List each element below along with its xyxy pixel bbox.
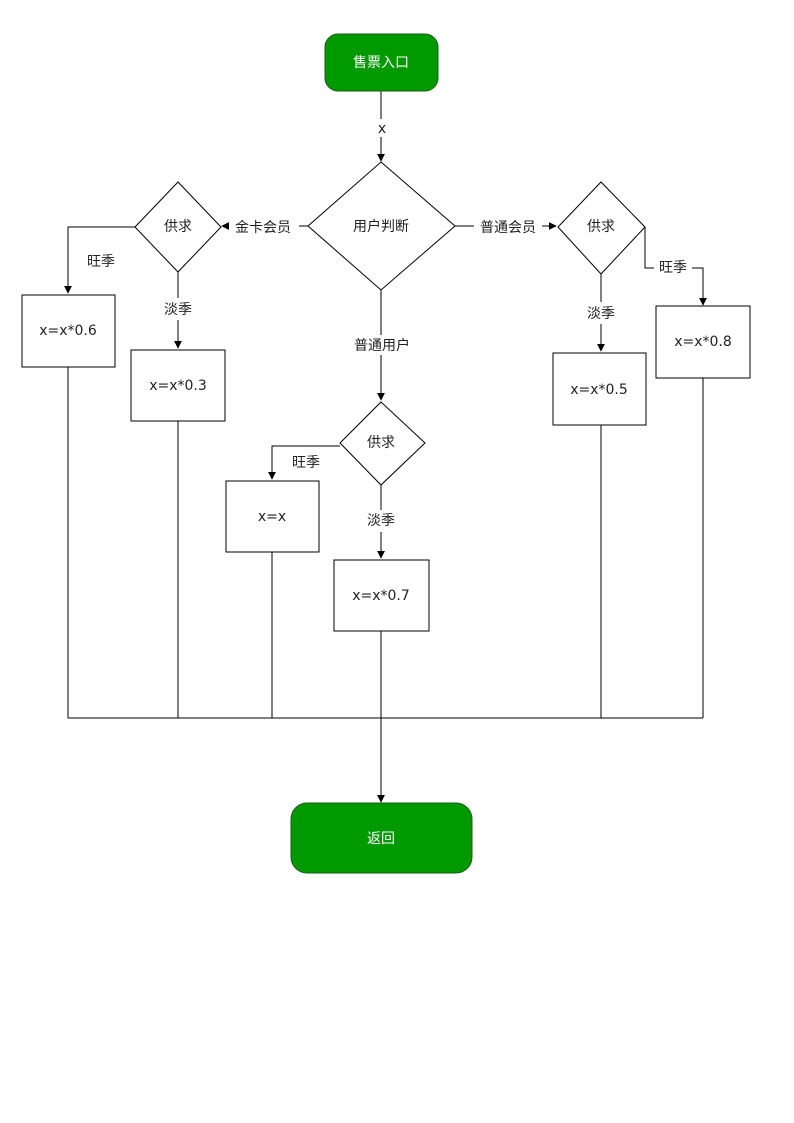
edge-label-bg xyxy=(158,298,198,320)
edge-label-user-peak: 旺季 xyxy=(292,455,320,471)
process-user-peak-label: x=x xyxy=(258,509,286,525)
start-label: 售票入口 xyxy=(353,55,409,71)
process-member-low-label: x=x*0.5 xyxy=(570,382,628,398)
process-gold-peak xyxy=(21,294,116,368)
edge-label-normal-member: 普通会员 xyxy=(480,220,536,236)
demand-normal-user-label: 供求 xyxy=(367,435,395,451)
start-terminal xyxy=(324,33,439,92)
edge-label-gold-peak: 旺季 xyxy=(87,254,115,270)
edge-label-bg xyxy=(581,302,621,324)
process-gold-peak-label: x=x*0.6 xyxy=(39,323,97,339)
demand-gold-label: 供求 xyxy=(164,219,192,235)
edge-label-bg xyxy=(361,510,401,532)
process-member-peak xyxy=(655,305,751,379)
process-gold-low xyxy=(130,349,226,422)
user-decision-diamond xyxy=(307,161,456,291)
demand-diamond-normal-user xyxy=(339,401,426,486)
demand-normal-member-label: 供求 xyxy=(587,219,615,235)
edge-label-bg xyxy=(474,217,542,237)
end-terminal xyxy=(290,802,473,874)
edge-label-member-low: 淡季 xyxy=(587,306,615,322)
process-user-peak xyxy=(225,480,320,553)
edge-label-bg xyxy=(372,119,390,137)
edge-label-x: x xyxy=(378,121,386,137)
edge-label-bg xyxy=(654,258,692,278)
demand-diamond-normal-member xyxy=(557,181,646,275)
edge-label-member-peak: 旺季 xyxy=(659,260,687,276)
edge-user-peak xyxy=(268,445,340,480)
edge-label-bg xyxy=(347,335,417,355)
process-gold-low-label: x=x*0.3 xyxy=(149,378,207,394)
edge-label-gold-low: 淡季 xyxy=(164,302,192,318)
process-member-low xyxy=(552,352,647,426)
process-user-low-label: x=x*0.7 xyxy=(352,588,410,604)
edge-gold-peak xyxy=(64,226,135,294)
end-label: 返回 xyxy=(367,831,395,847)
edge-label-gold-member: 金卡会员 xyxy=(235,220,291,236)
demand-diamond-gold xyxy=(134,181,222,273)
process-member-peak-label: x=x*0.8 xyxy=(674,334,732,350)
process-user-low xyxy=(333,559,430,632)
edge-label-user-low: 淡季 xyxy=(367,513,395,529)
user-decision-label: 用户判断 xyxy=(353,218,409,235)
edge-label-normal-user: 普通用户 xyxy=(354,337,410,354)
edge-label-bg xyxy=(229,217,299,237)
